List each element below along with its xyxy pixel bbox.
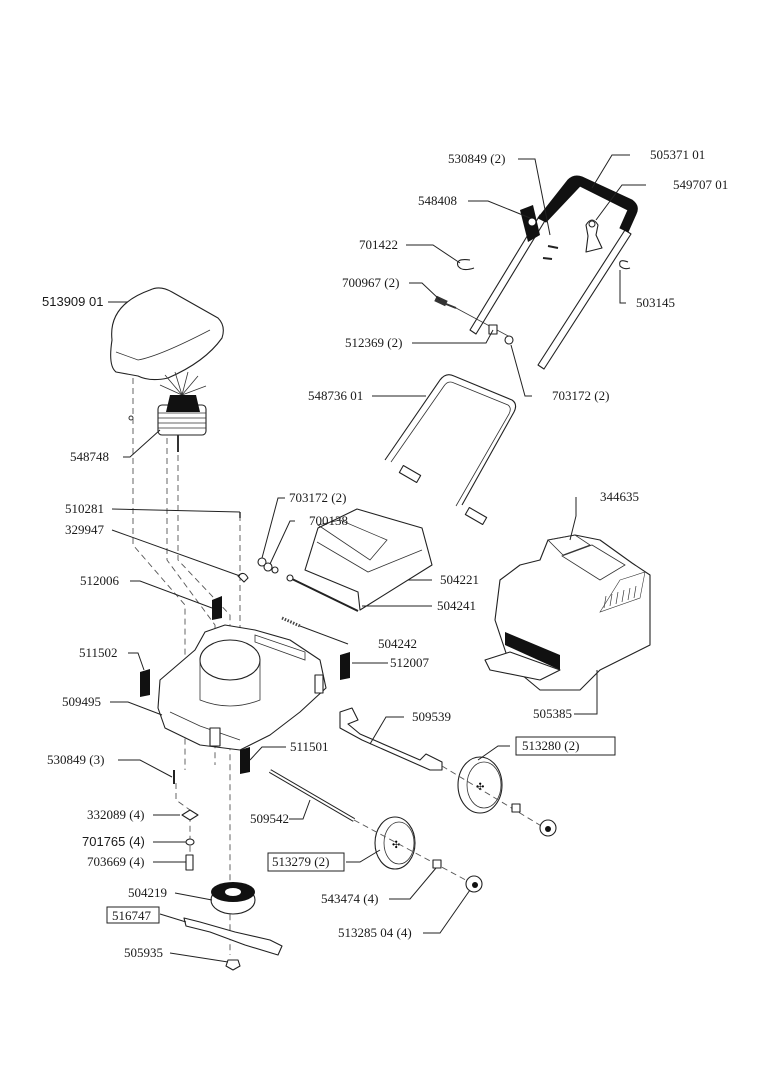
clip-701422 [456,259,475,271]
label-516747[interactable]: 516747 [112,908,152,923]
label-701422[interactable]: 701422 [359,237,398,252]
label-509539[interactable]: 509539 [412,709,451,724]
svg-text:✣: ✣ [392,840,400,851]
handle-lever-control [520,205,540,242]
label-332089-4[interactable]: 332089 (4) [87,807,144,822]
motor-cover-513909 [110,287,224,381]
label-329947[interactable]: 329947 [65,522,105,537]
clip-512006 [212,596,222,620]
fan-504219 [210,882,256,915]
label-701765-4[interactable]: 701765 (4) [82,834,145,849]
label-513279-2[interactable]: 513279 (2) [272,854,329,869]
clip-511501 [240,747,250,774]
label-344635[interactable]: 344635 [600,489,639,504]
label-703172-2-mid[interactable]: 703172 (2) [289,490,346,505]
label-512007[interactable]: 512007 [390,655,430,670]
label-504219[interactable]: 504219 [128,885,167,900]
plate-332089 [181,809,199,821]
bolt-703669 [185,854,194,871]
rear-axle-509539 [339,707,443,771]
label-505371-01[interactable]: 505371 01 [650,147,705,162]
label-543474-4[interactable]: 543474 (4) [321,891,378,906]
blade-516747 [183,917,283,956]
svg-text:✣: ✣ [476,782,484,793]
cable-clip-part [585,219,603,253]
upper-handle [469,175,638,370]
rear-wheel-513280: ✣ [457,756,503,814]
spacer-512369 [488,324,498,335]
label-505935[interactable]: 505935 [124,945,163,960]
label-548736-01[interactable]: 548736 01 [308,388,363,403]
label-505385[interactable]: 505385 [533,706,572,721]
label-700138[interactable]: 700138 [309,513,348,528]
rear-flap-504221 [286,508,433,612]
label-703669-4[interactable]: 703669 (4) [87,854,144,869]
label-530849-2[interactable]: 530849 (2) [448,151,505,166]
nut-703172-top [504,335,514,345]
spring-504242 [281,616,301,628]
lower-handle-548736 [384,374,517,526]
label-511502[interactable]: 511502 [79,645,118,660]
leader-lines [108,154,646,963]
nut-505935 [225,959,241,971]
label-504221[interactable]: 504221 [440,572,479,587]
label-513909-01[interactable]: 513909 01 [42,294,103,309]
motor-548748 [128,371,207,452]
screws-small [542,245,559,260]
clip-511502 [140,669,150,697]
label-548748[interactable]: 548748 [70,449,109,464]
clip-512007 [340,652,350,680]
label-513280-2[interactable]: 513280 (2) [522,738,579,753]
label-503145[interactable]: 503145 [636,295,675,310]
label-548408[interactable]: 548408 [418,193,457,208]
label-700967-2[interactable]: 700967 (2) [342,275,399,290]
label-512369-2[interactable]: 512369 (2) [345,335,402,350]
label-511501[interactable]: 511501 [290,739,329,754]
label-509495[interactable]: 509495 [62,694,101,709]
label-504242[interactable]: 504242 [378,636,417,651]
front-wheel-513279: ✣ [374,816,416,870]
label-703172-2-top[interactable]: 703172 (2) [552,388,609,403]
grass-catcher [484,534,651,691]
label-512006[interactable]: 512006 [80,573,120,588]
part-labels: 530849 (2) 505371 01 548408 549707 01 70… [42,147,728,960]
label-509542[interactable]: 509542 [250,811,289,826]
label-530849-3[interactable]: 530849 (3) [47,752,104,767]
washer-543474 [432,859,442,869]
label-513285-04-4[interactable]: 513285 04 (4) [338,925,412,940]
mower-deck-509495 [157,624,327,751]
washer-701765 [185,838,195,846]
clip-503145 [619,260,631,270]
label-510281[interactable]: 510281 [65,501,104,516]
label-549707-01[interactable]: 549707 01 [673,177,728,192]
label-504241[interactable]: 504241 [437,598,476,613]
